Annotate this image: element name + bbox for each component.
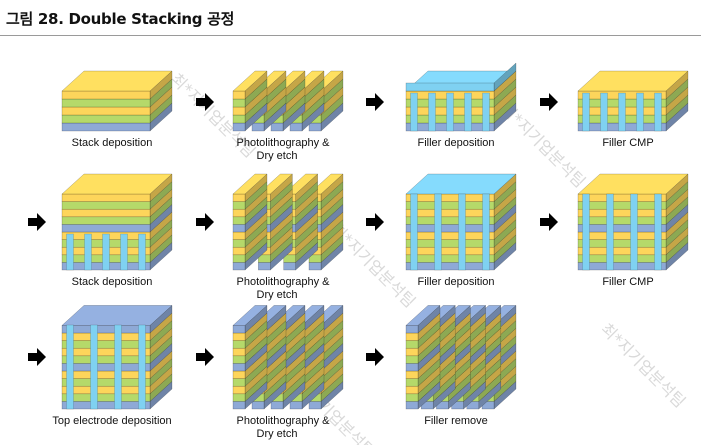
process-stage-11 — [405, 304, 517, 410]
caption-6-line2: Dry etch — [257, 289, 298, 301]
caption-1: Stack deposition — [72, 137, 153, 149]
process-stage-1 — [61, 70, 173, 132]
process-stage-6 — [232, 173, 344, 271]
caption-2-line2: Dry etch — [257, 150, 298, 162]
process-stage-4 — [577, 70, 689, 132]
process-arrow-8 — [28, 348, 46, 366]
caption-10: Photolithography & — [237, 415, 331, 427]
process-arrow-9 — [196, 348, 214, 366]
process-stages — [61, 62, 689, 410]
process-stage-8 — [577, 173, 689, 271]
process-arrow-3 — [540, 93, 558, 111]
caption-2: Photolithography & — [237, 137, 331, 149]
process-stage-2 — [232, 70, 344, 132]
process-stage-9 — [61, 304, 173, 410]
process-arrow-5 — [196, 213, 214, 231]
caption-6: Photolithography & — [237, 276, 331, 288]
figure-title: 그림 28. Double Stacking 공정 — [6, 10, 235, 28]
process-arrow-2 — [366, 93, 384, 111]
process-arrow-10 — [366, 348, 384, 366]
process-arrow-7 — [540, 213, 558, 231]
watermark-text: 최*지기업분석팀 — [597, 319, 689, 411]
title-rule — [0, 35, 701, 36]
caption-7: Filler deposition — [417, 276, 494, 288]
caption-5: Stack deposition — [72, 276, 153, 288]
process-stage-7 — [405, 173, 517, 271]
process-stage-3 — [405, 62, 517, 132]
caption-11: Filler remove — [424, 415, 488, 427]
process-stage-10 — [232, 304, 344, 410]
process-arrow-1 — [196, 93, 214, 111]
process-stage-5 — [61, 173, 173, 271]
process-arrow-4 — [28, 213, 46, 231]
caption-9: Top electrode deposition — [52, 415, 171, 427]
caption-10-line2: Dry etch — [257, 428, 298, 440]
caption-4: Filler CMP — [602, 137, 653, 149]
process-arrow-6 — [366, 213, 384, 231]
caption-3: Filler deposition — [417, 137, 494, 149]
process-arrows — [28, 93, 558, 366]
caption-8: Filler CMP — [602, 276, 653, 288]
